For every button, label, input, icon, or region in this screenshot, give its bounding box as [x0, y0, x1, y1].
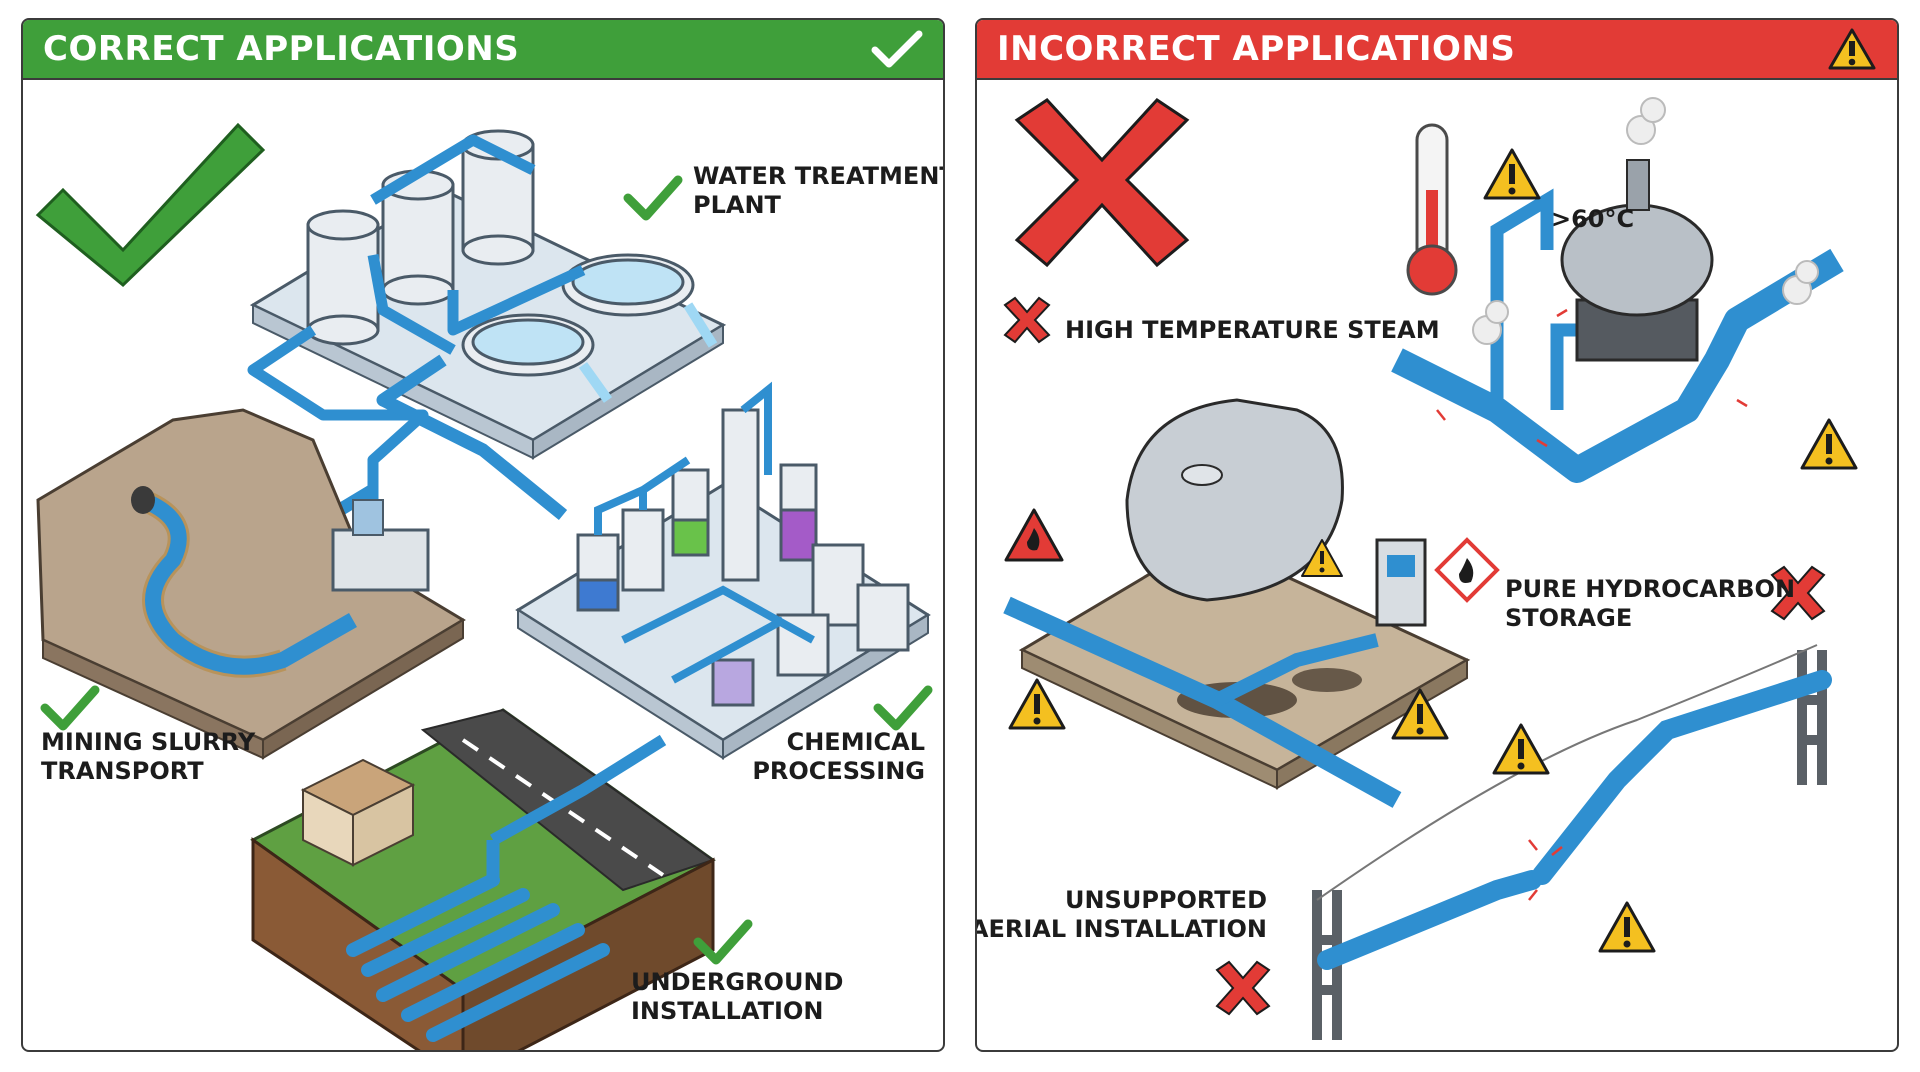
- mining-check-icon: [40, 685, 100, 731]
- aerial-installation-illustration: [1312, 644, 1832, 1040]
- incorrect-illustration: [1003, 97, 1858, 1040]
- underground-check-icon: [693, 919, 753, 965]
- incorrect-header: INCORRECT APPLICATIONS: [977, 20, 1897, 80]
- chemical-processing-illustration: [515, 381, 931, 760]
- high-temperature-steam-label: HIGH TEMPERATURE STEAM: [1065, 316, 1440, 344]
- warning-triangles: [1008, 148, 1858, 953]
- underground-installation-illustration: [250, 708, 716, 1050]
- thermometer-icon: [1406, 123, 1458, 296]
- correct-applications-panel: CORRECT APPLICATIONS: [21, 18, 945, 1052]
- mining-slurry-illustration: [36, 408, 466, 760]
- flame-warning-icon: [1004, 508, 1064, 562]
- steam-boiler-illustration: [1391, 97, 1844, 483]
- small-x-icons: [1003, 296, 1826, 1016]
- incorrect-header-title: INCORRECT APPLICATIONS: [997, 29, 1516, 69]
- correct-illustration: [35, 122, 933, 1050]
- hydrocarbon-tank-illustration: [1003, 398, 1471, 808]
- correct-header-title: CORRECT APPLICATIONS: [43, 29, 520, 69]
- correct-header: CORRECT APPLICATIONS: [23, 20, 943, 80]
- water-check-icon: [623, 175, 683, 221]
- chemical-check-icon: [873, 685, 933, 731]
- steam-x-icon: [1003, 296, 1051, 344]
- temperature-label: >60°C: [1551, 205, 1635, 233]
- warning-icon: [1828, 28, 1876, 70]
- check-icon: [871, 30, 923, 68]
- incorrect-applications-panel: INCORRECT APPLICATIONS: [975, 18, 1899, 1052]
- big-check-icon: [35, 122, 266, 288]
- flammable-icon: [1434, 537, 1500, 603]
- hydrocarbon-x-icon: [1770, 565, 1826, 621]
- water-treatment-plant-illustration: [247, 129, 727, 500]
- big-x-icon: [1014, 98, 1190, 268]
- aerial-x-icon: [1215, 960, 1271, 1016]
